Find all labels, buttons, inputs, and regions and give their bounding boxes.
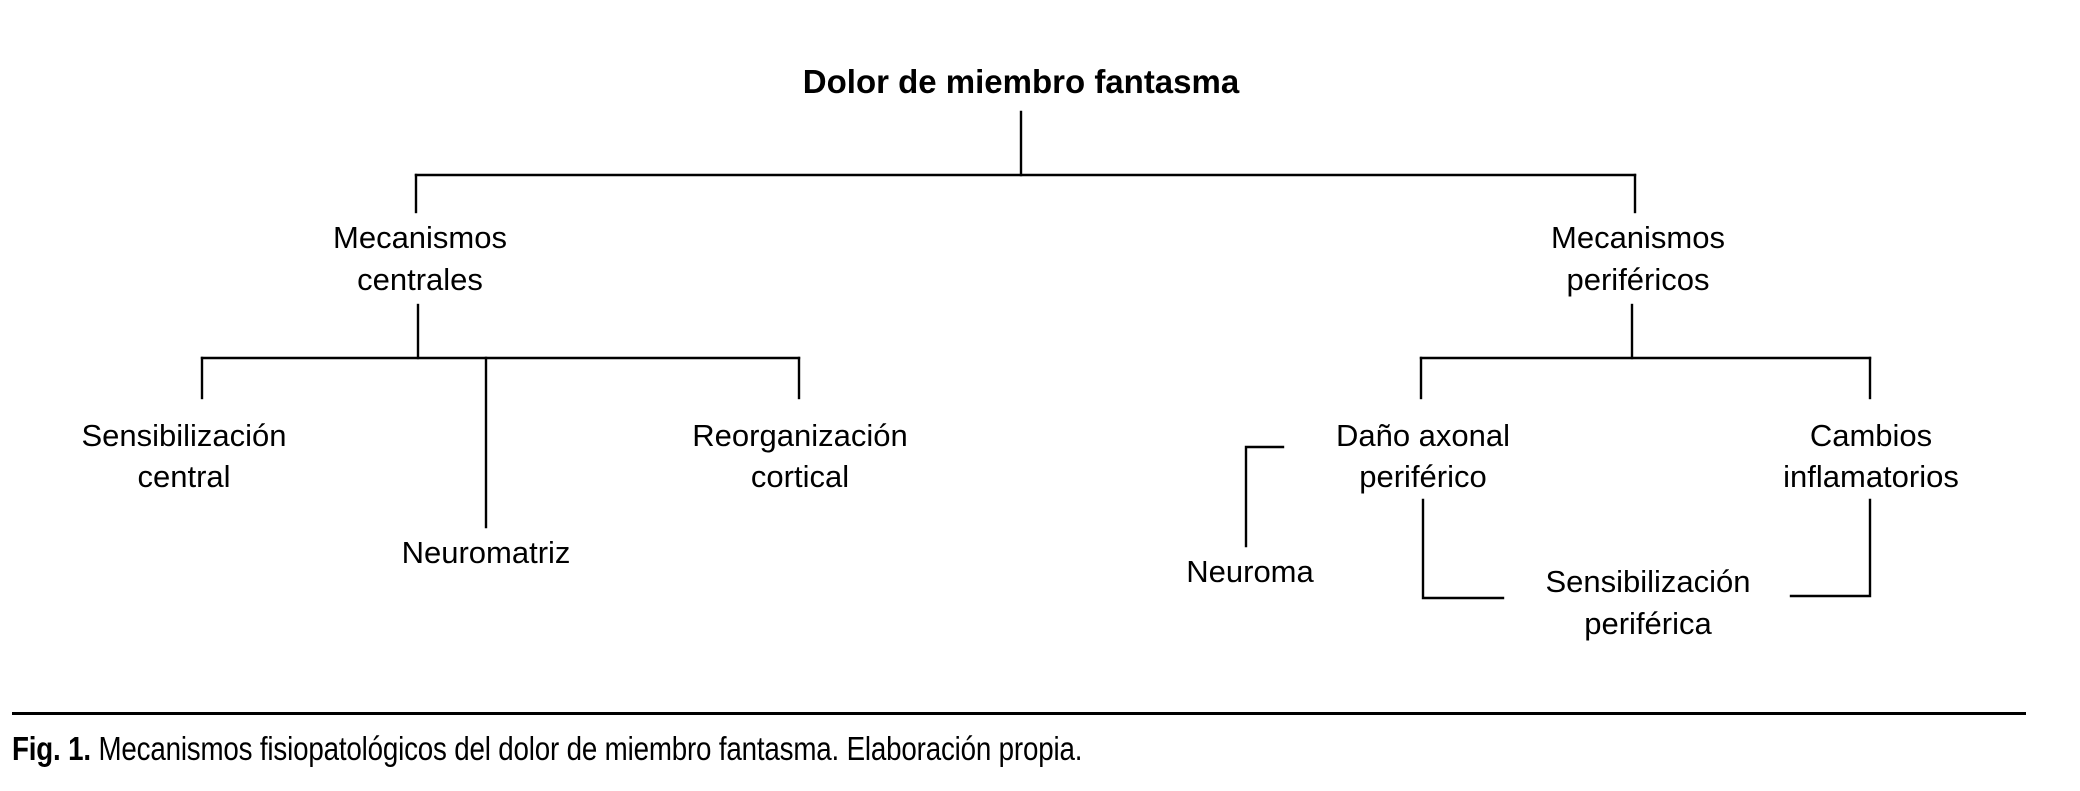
caption-figure-number: Fig. 1. — [12, 730, 91, 767]
node-dano-axonal-periferico-label-line1: Daño axonal — [1336, 418, 1510, 453]
connector-dano-axonal-to-sensibilizacion-periferica — [1421, 498, 1505, 600]
node-cambios-inflamatorios-label-line1: Cambios — [1810, 418, 1932, 453]
figure-caption: Fig. 1. Mecanismos fisiopatológicos del … — [12, 730, 1726, 768]
node-periferico-label-line2: periféricos — [1567, 262, 1710, 297]
node-neuromatriz-label-line1: Neuromatriz — [402, 535, 571, 570]
node-sensibilizacion-periferica-label-line2: periférica — [1584, 606, 1712, 641]
node-dano-axonal-periferico-label-line2: periférico — [1359, 459, 1487, 494]
caption-text: Mecanismos fisiopatológicos del dolor de… — [90, 730, 1083, 767]
node-central-label-line2: centrales — [357, 262, 483, 297]
node-root-label: Dolor de miembro fantasma — [803, 63, 1240, 100]
node-sensibilizacion-central-label-line2: central — [137, 459, 230, 494]
node-sensibilizacion-central-label-line1: Sensibilización — [81, 418, 286, 453]
node-central-label-line1: Mecanismos — [333, 220, 507, 255]
connector-dano-axonal-to-neuroma — [1244, 445, 1285, 548]
node-reorganizacion-cortical-label-line2: cortical — [751, 459, 849, 494]
node-cambios-inflamatorios-label-line2: inflamatorios — [1783, 459, 1959, 494]
caption-divider — [12, 712, 2026, 715]
node-sensibilizacion-periferica-label-line1: Sensibilización — [1545, 564, 1750, 599]
node-reorganizacion-cortical-label-line1: Reorganización — [692, 418, 907, 453]
connector-cambios-to-sensibilizacion-periferica — [1789, 498, 1872, 598]
node-periferico-label-line1: Mecanismos — [1551, 220, 1725, 255]
node-neuroma-label-line1: Neuroma — [1186, 554, 1314, 589]
